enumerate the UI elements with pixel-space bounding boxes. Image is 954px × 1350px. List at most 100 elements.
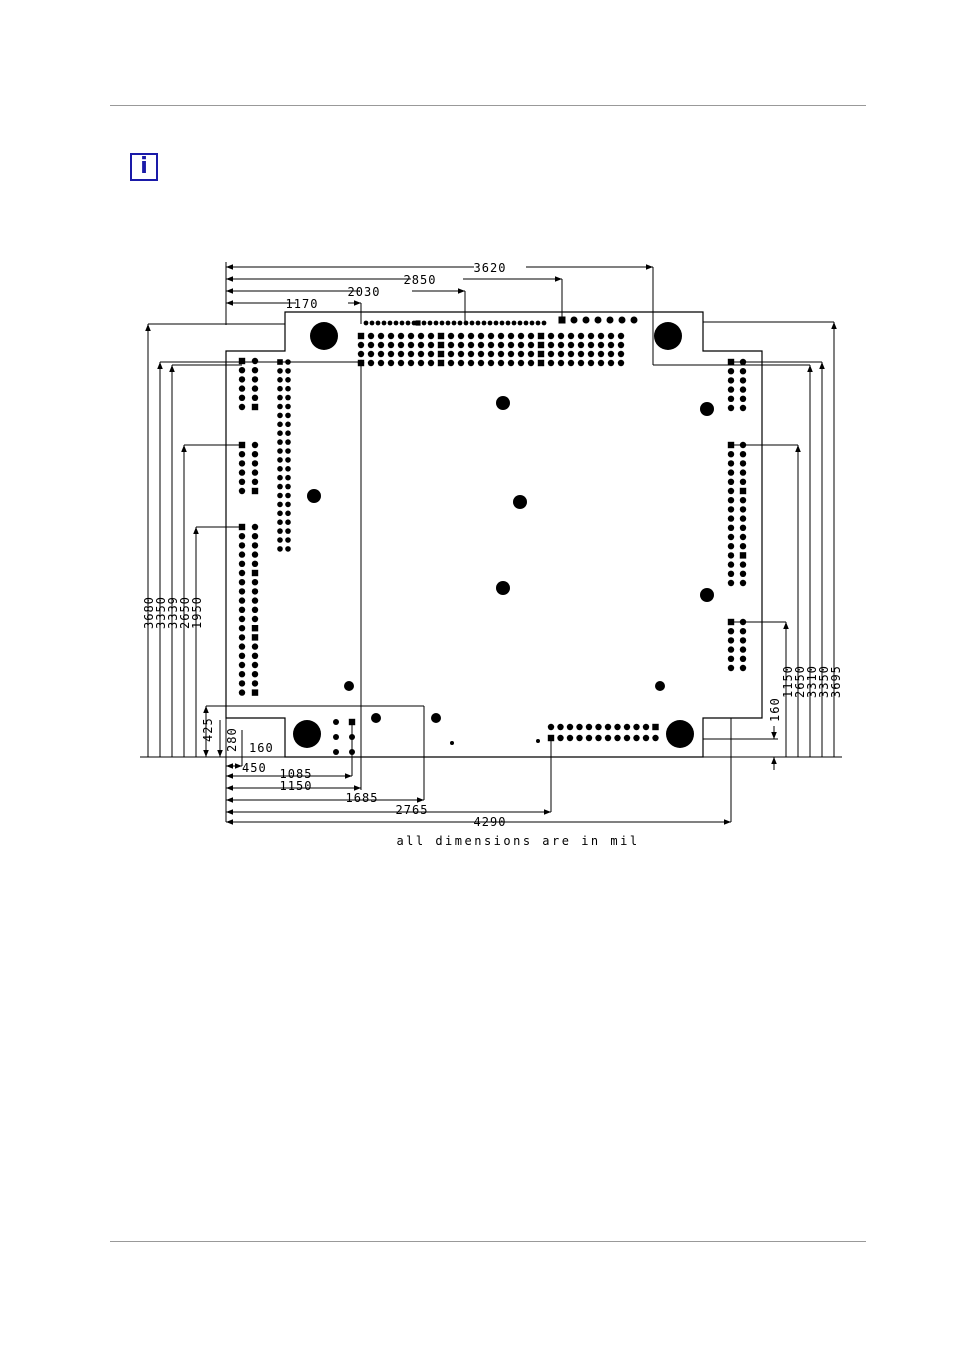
dim-label-3680: 3680 [142, 596, 156, 629]
pin [487, 341, 495, 349]
dim-label-3620: 3620 [474, 261, 507, 275]
pin [238, 478, 246, 485]
pin-square [652, 723, 659, 731]
pin [285, 385, 291, 392]
pin [527, 350, 535, 358]
pin [367, 350, 375, 358]
pin [251, 671, 259, 678]
pin [277, 368, 283, 374]
pin [617, 350, 625, 358]
pin [505, 320, 511, 326]
pin [277, 412, 283, 419]
pin [427, 350, 435, 358]
pin [238, 560, 246, 567]
pin-square [357, 359, 365, 367]
pin [457, 341, 465, 349]
pin [577, 350, 585, 358]
pin [238, 376, 246, 383]
pin [587, 359, 595, 367]
pin [397, 359, 405, 367]
pin [727, 628, 735, 635]
dim-label-280: 280 [225, 727, 239, 752]
pin [377, 332, 385, 340]
pin [277, 466, 283, 472]
pin [238, 625, 246, 632]
pin [427, 320, 433, 326]
pin [547, 332, 555, 340]
pin [727, 395, 735, 402]
pin [251, 357, 259, 365]
pin [630, 316, 638, 324]
pin [527, 332, 535, 340]
via-hole [700, 402, 714, 416]
pin-square [437, 359, 445, 367]
pin [576, 734, 583, 742]
pin [238, 469, 246, 476]
pin [585, 723, 593, 731]
pin [397, 350, 405, 358]
pin [727, 478, 735, 485]
pin [497, 332, 505, 340]
pin [547, 359, 555, 367]
dim-label-3350-left: 3350 [154, 596, 168, 629]
pin-square [251, 569, 259, 577]
units-note: all dimensions are in mil [396, 834, 639, 848]
mounting-hole [654, 322, 682, 350]
via-hole [496, 581, 510, 595]
pin [285, 421, 291, 428]
pin-square [251, 625, 259, 632]
pin [535, 320, 541, 326]
pin [457, 350, 465, 358]
pin-square [437, 341, 445, 349]
pin [604, 723, 612, 731]
dim-label-2650-left: 2650 [178, 596, 192, 629]
dim-label-425: 425 [201, 717, 215, 742]
via-hole [371, 713, 381, 723]
pin [652, 734, 659, 742]
pin-square [251, 689, 259, 696]
pin [285, 439, 291, 445]
pin [238, 551, 246, 558]
pin [251, 560, 259, 567]
pin [285, 492, 291, 499]
pin [277, 377, 283, 383]
via-hole [700, 588, 714, 602]
pin [447, 350, 455, 358]
dim-label-3310: 3310 [805, 665, 819, 698]
pin-square [537, 332, 545, 340]
pin [285, 519, 291, 525]
pin [727, 497, 735, 504]
pin-square [238, 523, 246, 531]
dim-label-2765: 2765 [396, 803, 429, 817]
pin [557, 341, 565, 349]
pin [277, 501, 283, 508]
pin [251, 542, 259, 549]
pin [557, 350, 565, 358]
pin [507, 359, 515, 367]
pin [739, 637, 747, 644]
pin [277, 537, 283, 543]
pin [285, 368, 291, 374]
via-hole [655, 681, 665, 691]
pin [727, 524, 735, 531]
pin [251, 523, 259, 531]
pin [377, 359, 385, 367]
pin [399, 320, 405, 326]
pin [739, 368, 747, 375]
pin [238, 385, 246, 392]
pin [277, 474, 283, 481]
pin [251, 367, 259, 374]
pin [739, 451, 747, 458]
pin [451, 320, 457, 326]
pin [397, 341, 405, 349]
pin [357, 350, 365, 358]
pin [285, 466, 291, 472]
pin [238, 542, 246, 549]
pin [417, 332, 425, 340]
pin [285, 377, 291, 383]
pin [597, 350, 605, 358]
pin [727, 460, 735, 467]
via-hole [307, 489, 321, 503]
pin [277, 385, 283, 392]
